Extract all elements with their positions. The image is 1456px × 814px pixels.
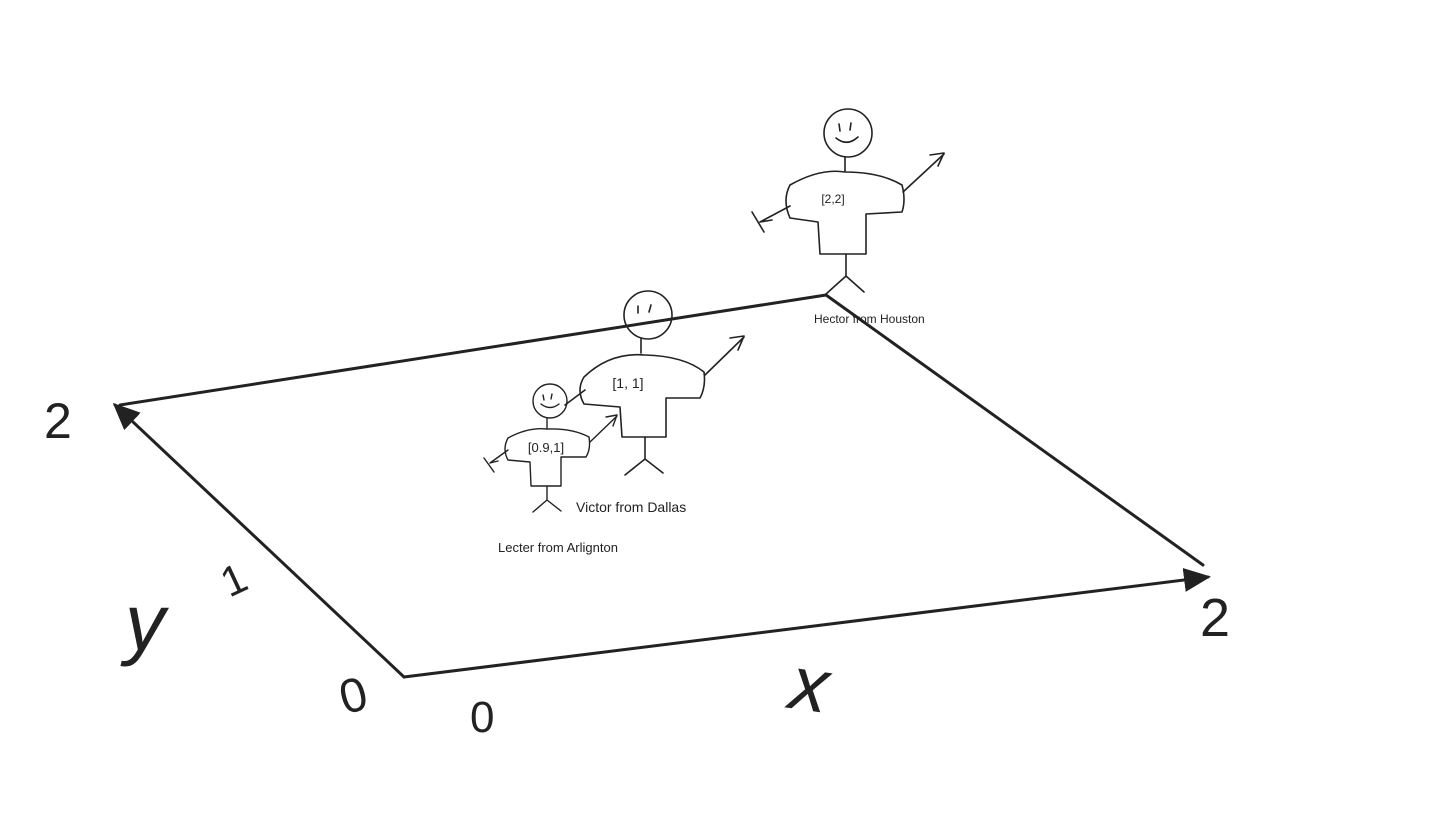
eyes-icon xyxy=(637,304,652,314)
shirt xyxy=(785,170,905,255)
caption-victor: Victor from Dallas xyxy=(576,499,686,515)
left-arm xyxy=(751,205,791,233)
plane-back-edge xyxy=(118,293,828,407)
origin-tick-y: 0 xyxy=(334,667,374,725)
shirt xyxy=(579,353,706,438)
stick-figure-hector: [2,2] xyxy=(751,108,945,295)
caption-lecter: Lecter from Arlignton xyxy=(498,540,618,555)
leg xyxy=(532,485,562,513)
right-arm xyxy=(902,153,945,193)
x-tick-2: 2 xyxy=(1200,588,1230,648)
left-arm xyxy=(483,449,509,473)
smile-icon xyxy=(835,136,859,144)
y-tick-1: 1 xyxy=(213,554,254,606)
y-tick-2: 2 xyxy=(44,393,72,449)
y-axis-arrow xyxy=(112,402,406,679)
arrowhead-icon xyxy=(929,152,945,167)
plane xyxy=(112,293,1211,679)
y-axis-label: y xyxy=(120,578,170,667)
eyes-icon xyxy=(542,393,553,401)
stick-figure-victor: [1, 1] xyxy=(564,290,745,476)
caption-hector: Hector from Houston xyxy=(814,312,925,326)
eyes-icon xyxy=(838,122,852,132)
axis-labels: 0 0 1 2 2 y x xyxy=(44,393,1230,742)
leg xyxy=(825,253,865,295)
stick-figure-lecter: [0.9,1] xyxy=(483,383,618,513)
shirt-label: [0.9,1] xyxy=(528,440,564,455)
plane-right-edge xyxy=(824,293,1205,567)
left-arm xyxy=(564,389,586,406)
shirt xyxy=(504,428,591,487)
right-arm xyxy=(589,415,618,443)
x-axis-label: x xyxy=(781,640,837,730)
leg xyxy=(624,436,664,476)
smile-icon xyxy=(540,403,560,409)
arrowhead-icon xyxy=(605,414,618,427)
head-icon xyxy=(532,383,568,419)
shirt-label: [2,2] xyxy=(821,192,844,206)
origin-tick-x: 0 xyxy=(470,693,494,742)
x-axis-arrow xyxy=(402,568,1211,679)
head-icon xyxy=(623,290,673,340)
right-arm xyxy=(704,336,745,376)
head-icon xyxy=(823,108,873,158)
arrowhead-icon xyxy=(729,335,745,351)
shirt-label: [1, 1] xyxy=(612,375,643,391)
